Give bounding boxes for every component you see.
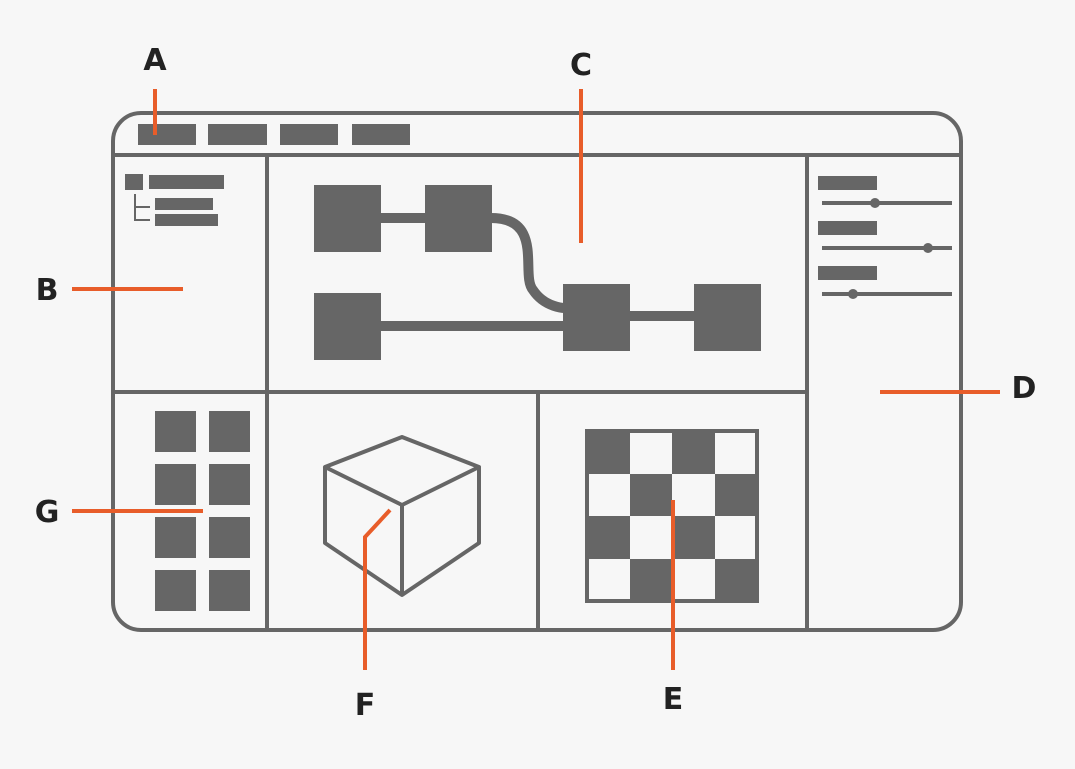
callout-label-g: G: [35, 495, 60, 530]
menu-tab[interactable]: [208, 124, 267, 145]
node-links: [380, 213, 696, 331]
viewport-3d-panel: [323, 435, 481, 597]
outliner-panel: [125, 174, 224, 226]
node-editor-panel: [314, 185, 761, 360]
nodes: [314, 185, 761, 360]
property-slider-handle[interactable]: [870, 198, 880, 208]
asset-thumbnail[interactable]: [209, 411, 250, 452]
menu-bar: [138, 124, 410, 145]
callout-line-f: [363, 508, 392, 670]
app-window: [111, 111, 963, 632]
asset-thumbnail[interactable]: [209, 464, 250, 505]
asset-thumbnail[interactable]: [155, 517, 196, 558]
graph-node[interactable]: [314, 185, 381, 252]
callout-label-b: B: [36, 273, 59, 308]
outliner-tree-connector: [134, 194, 150, 221]
outliner-child-node[interactable]: [155, 198, 213, 210]
asset-browser-panel: [155, 411, 250, 611]
callout-label-e: E: [663, 682, 684, 717]
graph-node[interactable]: [425, 185, 492, 252]
asset-thumbnail[interactable]: [209, 570, 250, 611]
callout-label-d: D: [1012, 371, 1037, 406]
menu-tab[interactable]: [280, 124, 338, 145]
property-slider-handle[interactable]: [848, 289, 858, 299]
graph-node[interactable]: [694, 284, 761, 351]
asset-thumbnail[interactable]: [155, 411, 196, 452]
menu-tab[interactable]: [352, 124, 410, 145]
checkerboard-texture: [587, 431, 757, 601]
graph-node[interactable]: [563, 284, 630, 351]
asset-thumbnail[interactable]: [209, 517, 250, 558]
asset-thumbnail[interactable]: [155, 570, 196, 611]
callout-label-a: A: [143, 43, 167, 78]
asset-thumbnail[interactable]: [155, 464, 196, 505]
property-label: [818, 221, 877, 235]
properties-panel: [818, 176, 952, 299]
callout-label-c: C: [570, 48, 592, 83]
property-label: [818, 266, 877, 280]
outliner-root-icon: [125, 174, 143, 190]
outliner-child-node[interactable]: [155, 214, 218, 226]
cube-icon: [323, 435, 481, 597]
property-label: [818, 176, 877, 190]
graph-node[interactable]: [314, 293, 381, 360]
callout-labels: A B C D E F G: [35, 43, 1037, 723]
node-link: [490, 213, 566, 313]
outliner-root-node[interactable]: [149, 175, 224, 189]
callout-label-f: F: [355, 688, 376, 723]
callout-lines: [72, 89, 1000, 670]
menu-tab[interactable]: [138, 124, 196, 145]
property-slider-handle[interactable]: [923, 243, 933, 253]
